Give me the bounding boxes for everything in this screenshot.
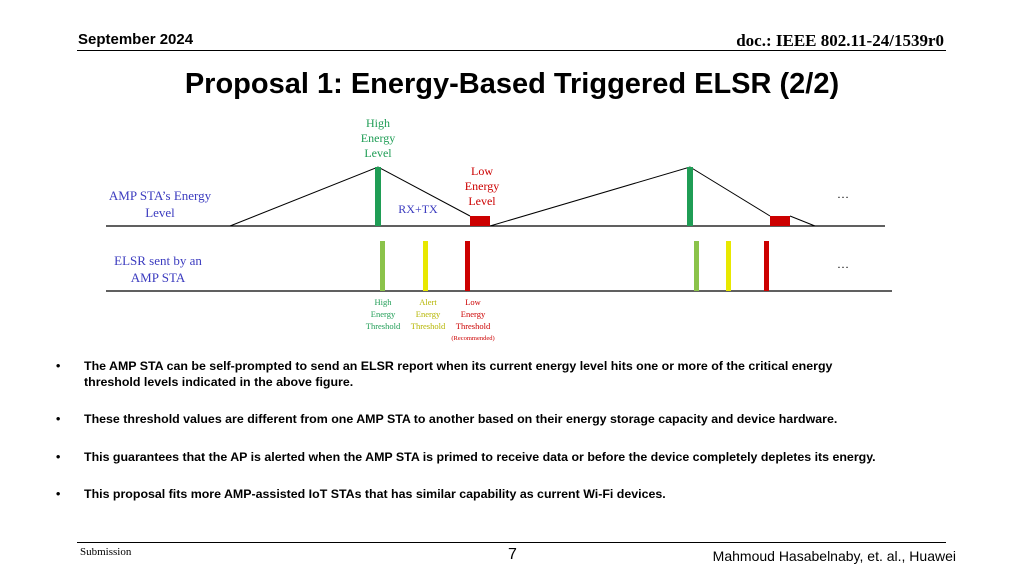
rx-tx-label: RX+TX [398,202,438,216]
low-energy-label-line3: Level [468,194,496,208]
energy-row-ellipsis: … [837,187,849,201]
legend-high-line2: Energy [371,309,396,319]
legend-high-line1: High [375,297,393,307]
legend-low-line2: Energy [461,309,486,319]
energy-row-label-line2: Level [145,205,175,220]
low-energy-marker-2 [770,216,790,226]
slide-title: Proposal 1: Energy-Based Triggered ELSR … [184,68,840,100]
high-energy-marker-2 [687,167,693,226]
low-energy-label-line1: Low [471,164,493,178]
legend-alert-threshold: Alert Energy Threshold [411,297,446,331]
bullet-item: • This guarantees that the AP is alerted… [56,449,876,465]
bullet-marker: • [56,412,61,426]
high-energy-label-line2: Energy [361,131,395,145]
legend-high-line3: Threshold [366,321,401,331]
header-divider [77,50,946,51]
elsr-alert-threshold-bar-1 [423,241,428,291]
high-energy-marker-1 [375,167,381,226]
low-energy-label-line2: Energy [465,179,499,193]
energy-curve-cycle-1 [229,166,471,227]
bullet-marker: • [56,487,61,501]
footer-author: Mahmoud Hasabelnaby, et. al., Huawei [712,548,956,564]
legend-alert-line1: Alert [419,297,437,307]
page-number: 7 [508,546,517,563]
legend-low-line3: Threshold [456,321,491,331]
energy-row-label-line1: AMP STA’s Energy [109,188,212,203]
header-date: September 2024 [78,31,194,48]
legend-high-threshold: High Energy Threshold [366,297,401,331]
bullet-marker: • [56,359,61,373]
legend-low-line1: Low [465,297,481,307]
elsr-row-ellipsis: … [837,257,849,271]
elsr-low-threshold-bar-2 [764,241,769,291]
energy-curve-cycle-2 [489,166,771,227]
elsr-low-threshold-bar-1 [465,241,470,291]
elsr-alert-threshold-bar-2 [726,241,731,291]
low-energy-marker-1 [470,216,490,226]
footer-divider [77,542,946,543]
bullet-item: • These threshold values are different f… [56,411,837,427]
bullet-marker: • [56,450,61,464]
energy-curve-tail [789,215,816,227]
elsr-row-label-line1: ELSR sent by an [114,253,202,268]
legend-low-threshold: Low Energy Threshold (Recommended) [451,297,494,342]
bullet-text-line1: This guarantees that the AP is alerted w… [84,450,876,464]
bullet-text-line2: threshold levels indicated in the above … [84,375,354,389]
bullet-text-line1: This proposal fits more AMP-assisted IoT… [84,487,666,501]
elsr-high-threshold-bar-1 [380,241,385,291]
footer-submission: Submission [80,546,132,558]
header-doc-id: doc.: IEEE 802.11-24/1539r0 [736,31,944,50]
bullet-item: • This proposal fits more AMP-assisted I… [56,486,666,502]
legend-alert-line2: Energy [416,309,441,319]
legend-alert-line3: Threshold [411,321,446,331]
bullet-item: • The AMP STA can be self-prompted to se… [56,358,832,390]
legend-low-line4: (Recommended) [451,335,494,342]
bullet-text-line1: These threshold values are different fro… [84,412,838,426]
elsr-row-label-line2: AMP STA [131,270,186,285]
elsr-high-threshold-bar-2 [694,241,699,291]
high-energy-label-line3: Level [364,146,392,160]
high-energy-label-line1: High [366,116,390,130]
bullet-text-line1: The AMP STA can be self-prompted to send… [84,359,833,373]
